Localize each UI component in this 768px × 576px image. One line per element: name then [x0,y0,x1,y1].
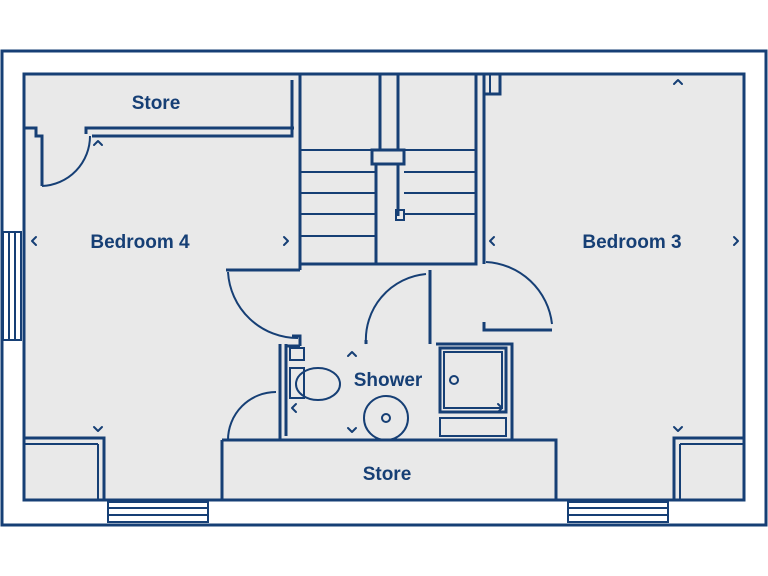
room-label-store-top: Store [132,93,181,114]
room-label-bedroom-4: Bedroom 4 [90,232,190,253]
room-label-store-bottom: Store [363,464,412,485]
shower-tray-icon [438,346,508,437]
bedroom-3-wall [482,72,502,264]
window-bottom-left [107,501,209,523]
chevron-indicators [31,79,739,433]
staircase [298,72,478,266]
bedroom-4-door-lower [226,268,302,346]
bedroom-3-door [482,261,553,332]
room-label-shower: Shower [354,370,423,391]
window-bottom-right [567,501,669,523]
bedroom-4-door [24,126,92,187]
window-left [2,231,22,341]
toilet-icon [289,347,341,401]
room-label-bedroom-3: Bedroom 3 [582,232,681,253]
store-bottom-walls [24,436,744,500]
shower-door [220,391,277,500]
floor-area [24,74,744,500]
